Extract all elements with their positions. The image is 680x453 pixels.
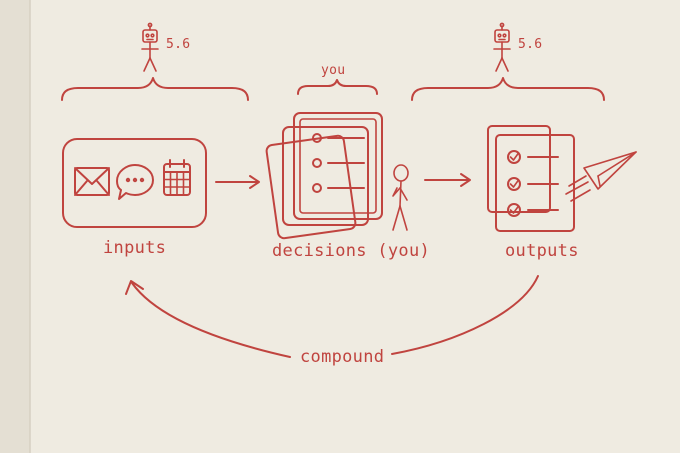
version-label-right: 5.6 [518,37,543,52]
checklist-icon [487,125,575,232]
brace-left [61,77,249,101]
document-stack-icon [265,112,383,240]
inputs-box [62,138,207,228]
notebook-binding [0,0,30,453]
robot-icon-left [141,22,159,72]
robot-icon-right [493,22,511,72]
envelope-icon [74,167,110,196]
brace-right [411,77,605,101]
compound-label: compound [300,347,385,367]
inputs-label: inputs [103,238,167,258]
chat-bubble-icon [116,164,154,200]
decisions-label: decisions (you) [272,241,431,261]
arrow-decisions-to-outputs [424,173,471,187]
loop-arc-left [131,282,291,358]
version-label-left: 5.6 [166,37,191,52]
brace-middle [297,79,378,95]
outputs-label: outputs [505,241,579,261]
calendar-icon [163,159,191,196]
stick-figure-icon [392,164,409,231]
arrow-inputs-to-decisions [215,175,260,189]
loop-arrowhead [125,280,144,295]
paper-plane-icon [565,151,637,202]
you-label: you [321,63,346,78]
loop-arc-right [391,275,539,355]
